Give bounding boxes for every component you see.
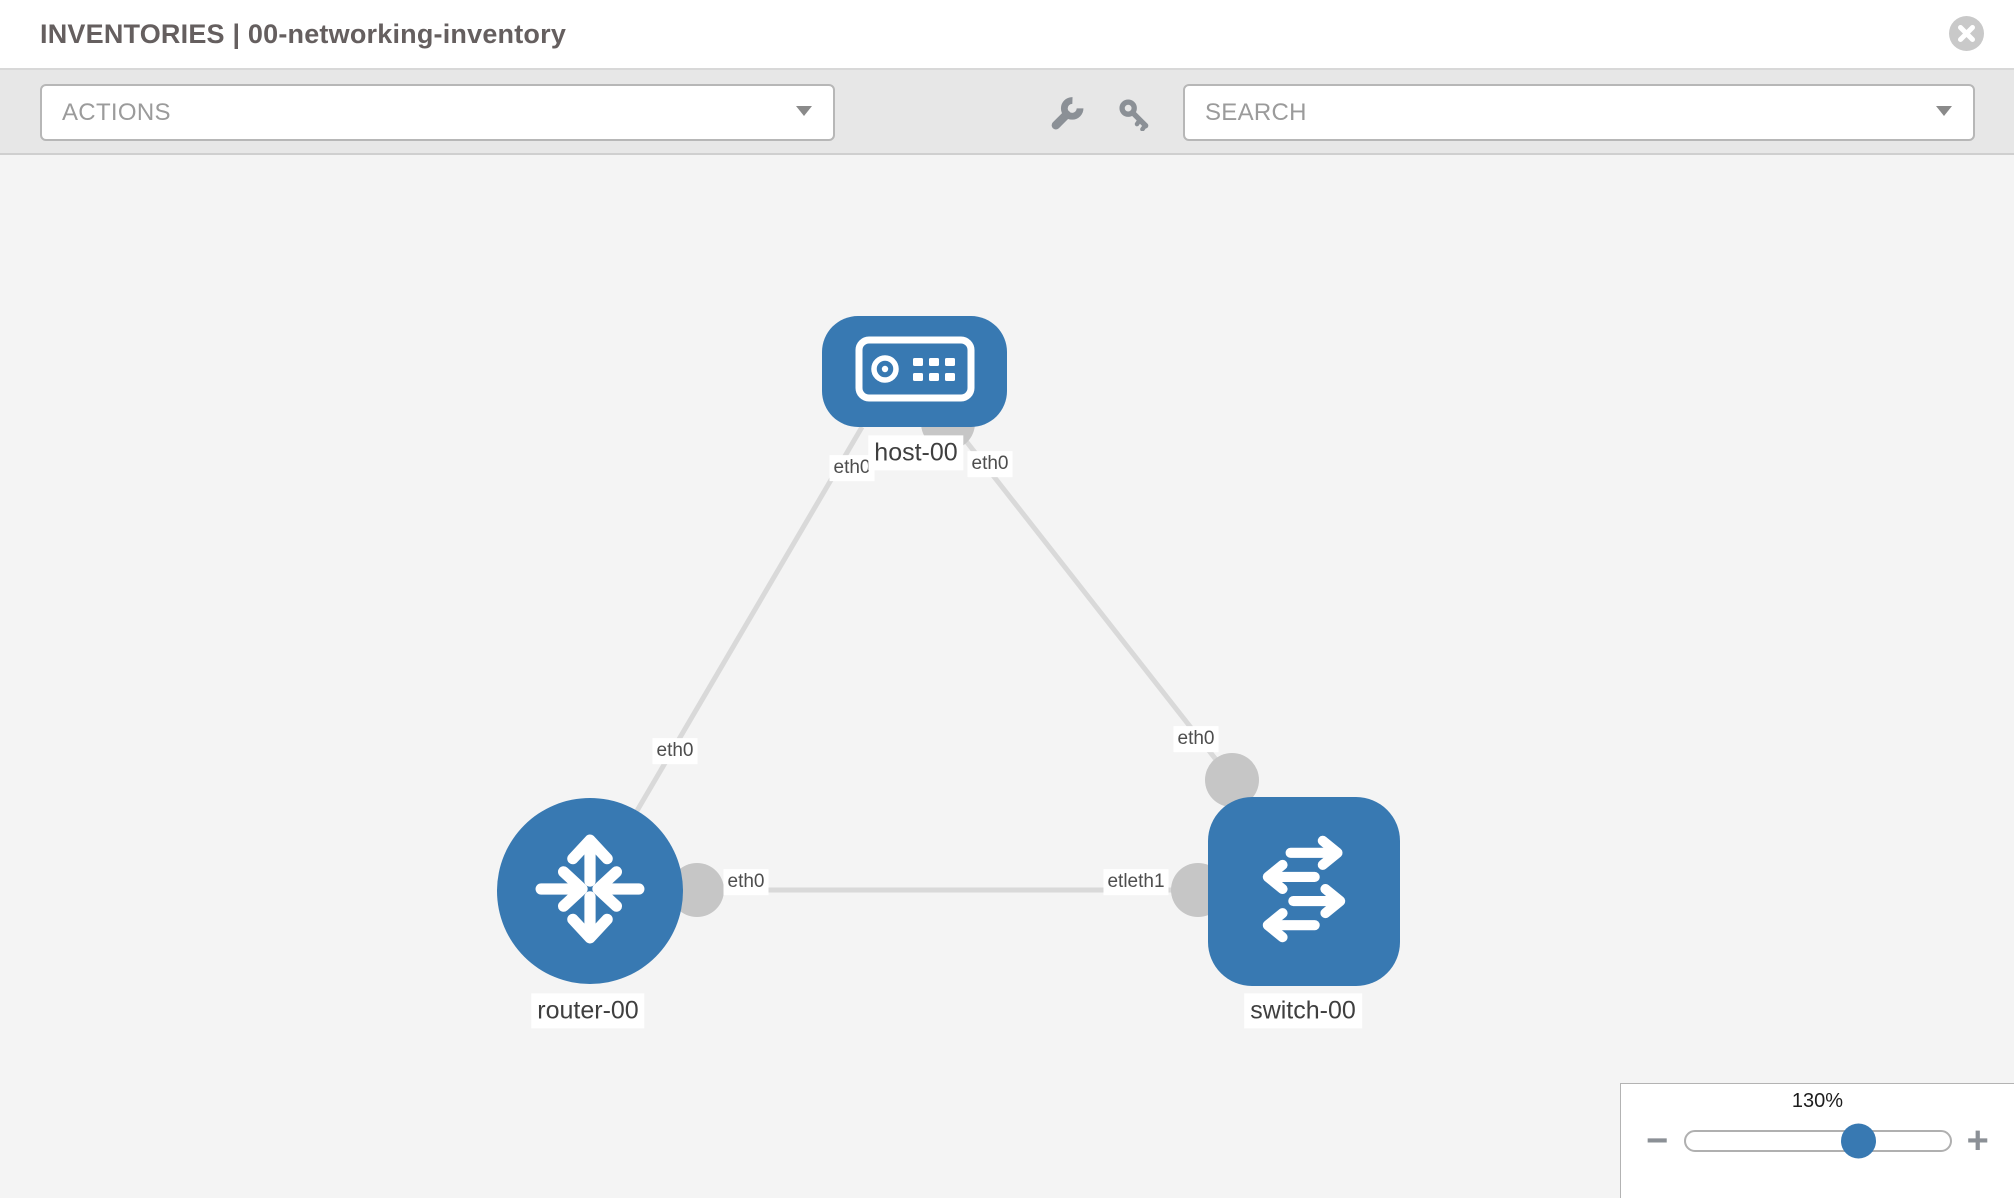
actions-dropdown-label: ACTIONS (62, 98, 171, 126)
node-router-00[interactable] (497, 798, 683, 984)
actions-dropdown[interactable]: ACTIONS (40, 84, 835, 141)
zoom-panel: 130% − + (1620, 1083, 2014, 1198)
chevron-down-icon (1935, 104, 1953, 122)
router-icon (524, 823, 656, 960)
host-icon (855, 336, 975, 407)
node-label-switch: switch-00 (1244, 993, 1362, 1029)
port-router-right (670, 863, 724, 917)
interface-label: eth0 (1173, 726, 1219, 752)
node-host-00[interactable] (822, 316, 1007, 427)
interface-label: eth0 (723, 869, 769, 895)
chevron-down-icon (795, 104, 813, 122)
switch-icon (1237, 822, 1371, 961)
page-title: INVENTORIES | 00-networking-inventory (40, 19, 567, 49)
interface-label: eth0 (652, 738, 698, 764)
key-icon[interactable] (1112, 94, 1156, 134)
search-dropdown-label: SEARCH (1205, 98, 1307, 126)
wrench-icon[interactable] (1044, 94, 1088, 134)
zoom-out-button[interactable]: − (1637, 1122, 1678, 1160)
topology-canvas[interactable]: eth0 eth0 eth0 eth0 eth0 etleth1 host-00… (0, 155, 2014, 1198)
node-switch-00[interactable] (1208, 797, 1400, 986)
header: INVENTORIES | 00-networking-inventory (0, 0, 2014, 70)
close-icon (1957, 24, 1976, 43)
zoom-slider[interactable] (1683, 1123, 1952, 1159)
interface-label: eth0 (829, 455, 875, 481)
topology-links-layer (587, 396, 1304, 917)
node-label-host: host-00 (868, 435, 964, 471)
zoom-level-value: 130% (1791, 1090, 1844, 1112)
interface-label: etleth1 (1103, 869, 1169, 895)
search-dropdown[interactable]: SEARCH (1183, 84, 1975, 141)
link-host-switch (953, 425, 1234, 782)
port-switch-topleft (1205, 753, 1259, 807)
node-label-router: router-00 (531, 993, 645, 1029)
zoom-slider-handle[interactable] (1840, 1123, 1876, 1159)
close-button[interactable] (1949, 16, 1984, 51)
interface-label: eth0 (967, 451, 1013, 477)
zoom-in-button[interactable]: + (1958, 1122, 1999, 1160)
toolbar: ACTIONS SEARCH (0, 70, 2014, 155)
